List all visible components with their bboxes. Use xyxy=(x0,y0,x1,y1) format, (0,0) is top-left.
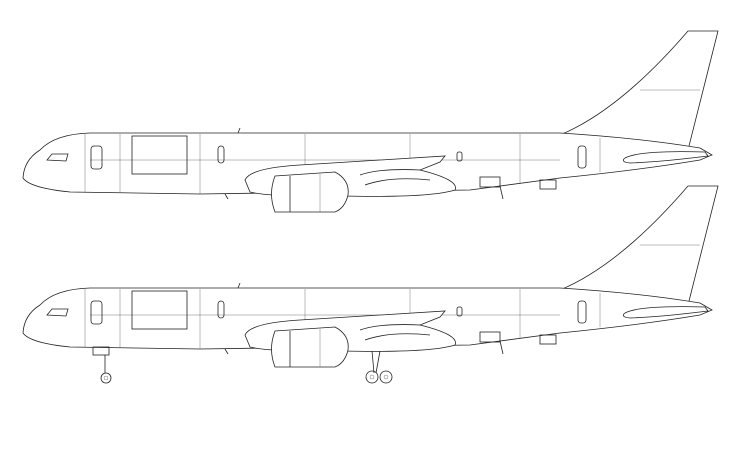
aircraft-gear-up xyxy=(22,30,719,213)
aircraft-gear-down xyxy=(22,185,719,384)
